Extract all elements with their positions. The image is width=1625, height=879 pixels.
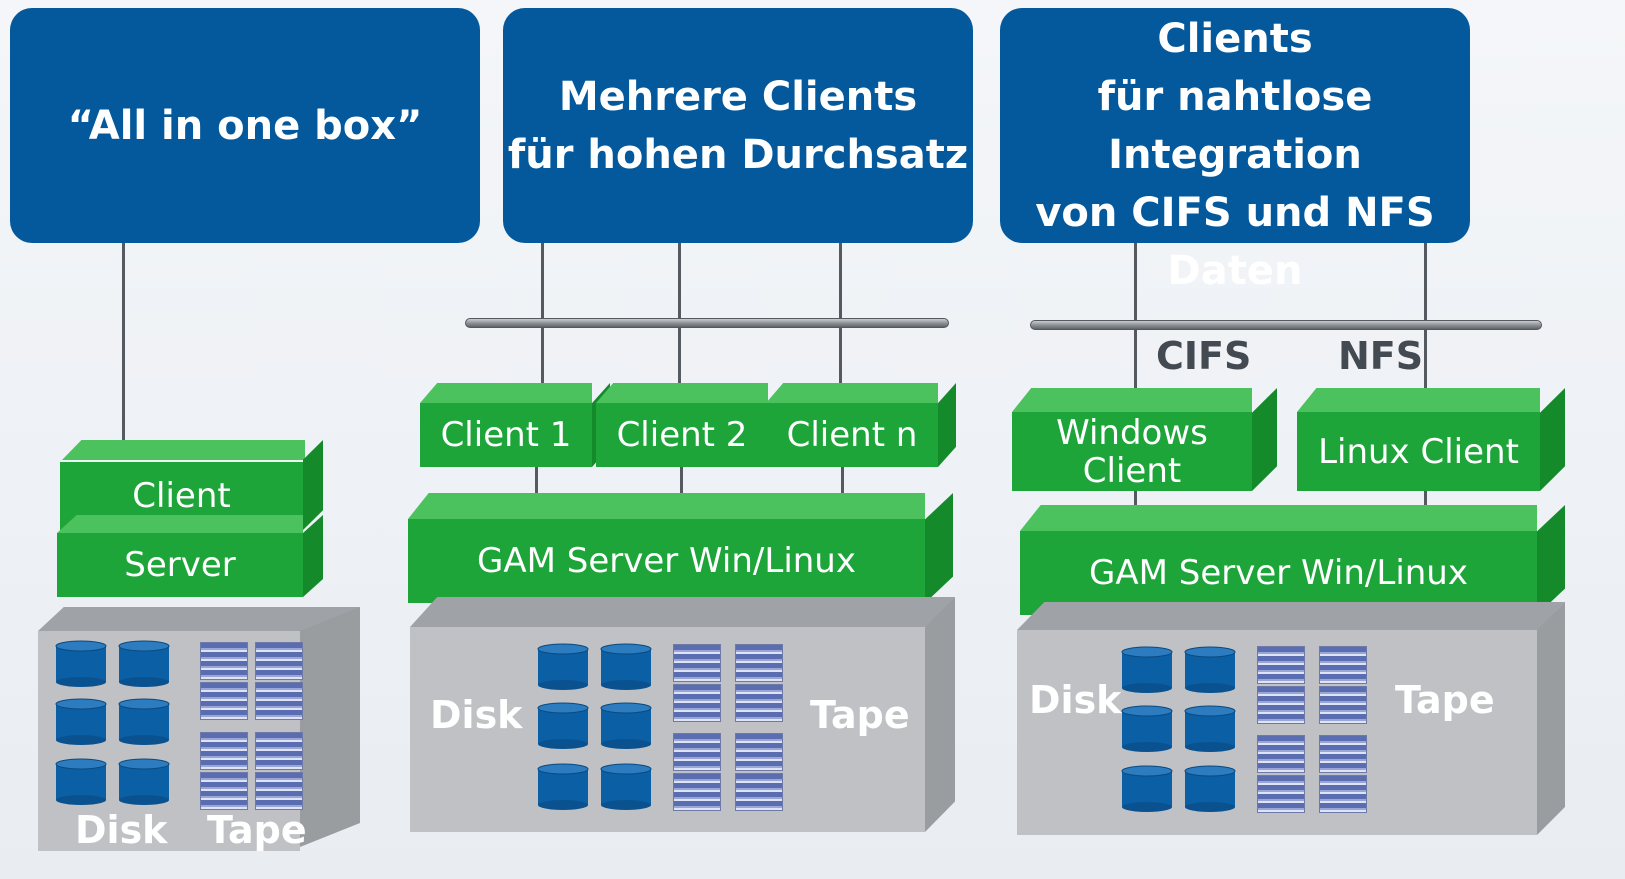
storage-unit	[410, 597, 955, 627]
storage-unit	[1017, 602, 1565, 630]
connector-line	[680, 466, 683, 496]
server-box: GAM Server Win/Linux	[408, 493, 953, 603]
disk-icon	[1184, 705, 1236, 752]
server-box: Server	[57, 515, 323, 597]
panel-title-windows-linux: Windows/Linux Clients für nahtlose Integ…	[1000, 0, 1470, 294]
disk-icon	[1121, 705, 1173, 752]
tape-icon	[1319, 686, 1367, 724]
connector-line	[1134, 490, 1137, 510]
disk-icon	[537, 763, 589, 810]
disk-label: Disk	[1029, 678, 1122, 722]
client-box: Client n	[766, 383, 956, 467]
tape-icon	[673, 773, 721, 811]
tape-icon	[1257, 735, 1305, 773]
disk-icon	[55, 640, 107, 687]
tape-icon	[1257, 646, 1305, 684]
disk-icon	[1121, 646, 1173, 693]
client-box: Client 1	[420, 383, 610, 467]
tape-label: Tape	[207, 808, 307, 852]
tape-icon	[673, 644, 721, 682]
connector-line	[1424, 490, 1427, 510]
disk-icon	[118, 640, 170, 687]
network-bus	[465, 318, 949, 328]
tape-label: Tape	[1395, 678, 1495, 722]
connector-line	[1134, 243, 1137, 388]
connector-line	[839, 243, 842, 383]
disk-icon	[600, 763, 652, 810]
connector-line	[1424, 243, 1427, 388]
connector-line	[541, 243, 544, 383]
tape-icon	[735, 733, 783, 771]
tape-icon	[1319, 735, 1367, 773]
tape-icon	[735, 644, 783, 682]
tape-icon	[1319, 646, 1367, 684]
disk-icon	[600, 702, 652, 749]
disk-icon	[118, 698, 170, 745]
tape-label: Tape	[810, 693, 910, 737]
connector-line	[535, 466, 538, 496]
tape-icon	[735, 684, 783, 722]
disk-icon	[55, 698, 107, 745]
panel-title-all-in-one: “All in one box”	[10, 8, 480, 243]
tape-icon	[255, 682, 303, 720]
tape-icon	[735, 773, 783, 811]
network-bus	[1030, 320, 1542, 330]
disk-icon	[537, 702, 589, 749]
connector-line	[841, 466, 844, 496]
protocol-label-cifs: CIFS	[1156, 334, 1252, 378]
tape-icon	[1257, 775, 1305, 813]
disk-icon	[118, 758, 170, 805]
disk-icon	[1184, 765, 1236, 812]
tape-icon	[255, 642, 303, 680]
disk-label: Disk	[430, 693, 523, 737]
tape-icon	[200, 732, 248, 770]
windows-client-box: Windows Client	[1012, 388, 1277, 491]
tape-icon	[673, 684, 721, 722]
tape-icon	[255, 732, 303, 770]
linux-client-box: Linux Client	[1297, 388, 1565, 491]
disk-label: Disk	[75, 808, 168, 852]
tape-icon	[1319, 775, 1367, 813]
disk-icon	[537, 643, 589, 690]
panel-title-multiple-clients: Mehrere Clients für hohen Durchsatz	[503, 8, 973, 243]
connector-line	[678, 243, 681, 383]
tape-icon	[200, 682, 248, 720]
tape-icon	[673, 733, 721, 771]
tape-icon	[1257, 686, 1305, 724]
tape-icon	[200, 642, 248, 680]
storage-unit	[38, 607, 360, 631]
disk-icon	[600, 643, 652, 690]
connector-line	[122, 243, 125, 443]
tape-icon	[255, 772, 303, 810]
disk-icon	[1184, 646, 1236, 693]
client-box: Client 2	[596, 383, 786, 467]
server-box: GAM Server Win/Linux	[1020, 505, 1565, 615]
tape-icon	[200, 772, 248, 810]
protocol-label-nfs: NFS	[1338, 334, 1424, 378]
disk-icon	[1121, 765, 1173, 812]
disk-icon	[55, 758, 107, 805]
